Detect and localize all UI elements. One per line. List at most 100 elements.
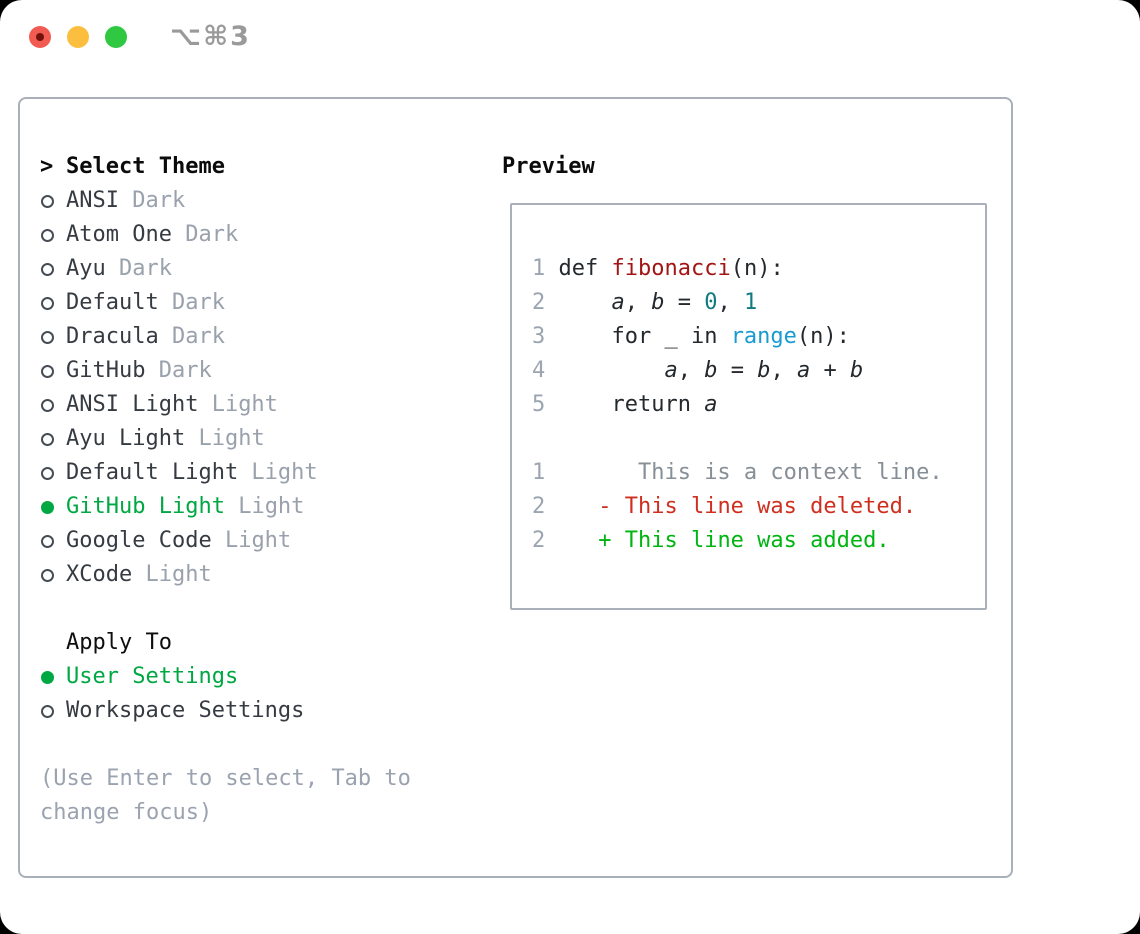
theme-item-label: GitHub Light <box>66 494 225 519</box>
code-segment: , <box>770 358 797 383</box>
preview-title: Preview <box>502 154 595 179</box>
code-segment: 2 <box>532 290 559 315</box>
minimize-button[interactable] <box>67 26 89 48</box>
theme-item-github[interactable]: GitHub Dark <box>40 354 318 388</box>
theme-variant: Light <box>185 426 265 451</box>
code-line: 1 This is a context line. <box>532 456 985 490</box>
radio-icon <box>40 252 66 286</box>
code-segment: , <box>677 358 705 383</box>
code-segment: for _ in <box>558 324 731 349</box>
theme-item-ayu-light[interactable]: Ayu Light Light <box>40 422 318 456</box>
radio-icon <box>41 330 54 344</box>
theme-variant: Light <box>224 494 305 519</box>
theme-item-label: Google Code <box>66 528 212 553</box>
code-segment: = <box>664 290 705 315</box>
code-segment: This is a context line. <box>545 460 943 485</box>
code-line: 4 a, b = b, a + b <box>532 354 985 388</box>
help-line: change focus) <box>40 800 213 825</box>
radio-icon <box>40 558 66 592</box>
theme-item-label: Ayu Light <box>66 426 186 451</box>
close-button[interactable] <box>29 26 51 48</box>
radio-icon <box>40 388 66 422</box>
theme-item-ansi-light[interactable]: ANSI Light Light <box>40 388 318 422</box>
radio-icon <box>40 694 66 728</box>
theme-item-ansi[interactable]: ANSI Dark <box>40 184 318 218</box>
code-segment: (n): <box>730 256 784 281</box>
theme-variant: Dark <box>105 256 172 281</box>
code-segment: fibonacci <box>611 256 731 281</box>
radio-icon <box>40 218 66 252</box>
code-segment: def <box>558 256 612 281</box>
code-segment: (n): <box>796 324 850 349</box>
code-segment: range <box>730 324 797 349</box>
theme-item-dracula[interactable]: Dracula Dark <box>40 320 318 354</box>
theme-item-label: ANSI Light <box>66 392 199 417</box>
radio-icon <box>41 432 54 446</box>
theme-item-label: Ayu <box>66 256 106 281</box>
theme-item-default-light[interactable]: Default Light Light <box>40 456 318 490</box>
theme-item-label: ANSI <box>66 188 119 213</box>
radio-icon <box>41 534 54 548</box>
theme-item-ayu[interactable]: Ayu Dark <box>40 252 318 286</box>
radio-icon <box>41 466 54 480</box>
code-segment: b <box>704 358 718 383</box>
code-line <box>532 422 985 456</box>
radio-icon <box>40 354 66 388</box>
code-segment: 4 <box>532 358 559 383</box>
radio-icon <box>40 456 66 490</box>
theme-item-label: XCode <box>66 562 133 587</box>
code-line: 3 for _ in range(n): <box>532 320 985 354</box>
code-line: 5 return a <box>532 388 985 422</box>
code-segment: b <box>849 358 864 383</box>
apply-option-workspace-settings[interactable]: Workspace Settings <box>40 694 304 728</box>
theme-item-atom-one[interactable]: Atom One Dark <box>40 218 318 252</box>
code-segment: 3 <box>532 324 559 349</box>
code-segment <box>559 358 665 383</box>
theme-variant: Light <box>198 392 278 417</box>
radio-icon <box>41 568 54 582</box>
theme-item-xcode[interactable]: XCode Light <box>40 558 318 592</box>
zoom-button[interactable] <box>105 26 127 48</box>
code-segment: a <box>611 290 625 315</box>
code-segment: 2 <box>532 528 546 553</box>
radio-icon <box>41 228 54 242</box>
radio-icon <box>41 364 54 378</box>
theme-variant: Dark <box>158 324 225 349</box>
window-title: ⌥⌘3 <box>170 21 251 52</box>
code-segment: = <box>717 358 758 383</box>
theme-variant: Dark <box>118 188 186 213</box>
code-segment: 1 <box>743 290 758 315</box>
radio-icon <box>40 286 66 320</box>
radio-icon <box>41 194 54 208</box>
apply-option-label: Workspace Settings <box>66 698 305 723</box>
help-text: (Use Enter to select, Tab to change focu… <box>40 762 411 830</box>
code-segment: 5 <box>532 392 559 417</box>
theme-item-github-light[interactable]: GitHub Light Light <box>40 490 318 524</box>
code-segment: a <box>796 358 811 383</box>
theme-variant: Dark <box>171 222 239 247</box>
apply-option-label: User Settings <box>66 664 239 689</box>
code-segment: 2 <box>532 494 546 519</box>
radio-selected-icon <box>40 660 66 694</box>
theme-item-label: Default <box>66 290 159 315</box>
radio-icon <box>40 524 66 558</box>
radio-icon <box>41 398 54 412</box>
theme-item-default[interactable]: Default Dark <box>40 286 318 320</box>
code-segment: + This line was added. <box>598 528 890 553</box>
apply-option-user-settings[interactable]: User Settings <box>40 660 304 694</box>
code-segment: b <box>651 290 665 315</box>
theme-item-label: Atom One <box>66 222 172 247</box>
radio-icon <box>40 422 66 456</box>
theme-item-google-code[interactable]: Google Code Light <box>40 524 318 558</box>
apply-to-header: Apply To <box>40 626 304 660</box>
radio-icon <box>41 296 54 310</box>
radio-selected-icon <box>41 500 54 514</box>
code-segment <box>545 494 598 519</box>
radio-icon <box>41 704 54 718</box>
